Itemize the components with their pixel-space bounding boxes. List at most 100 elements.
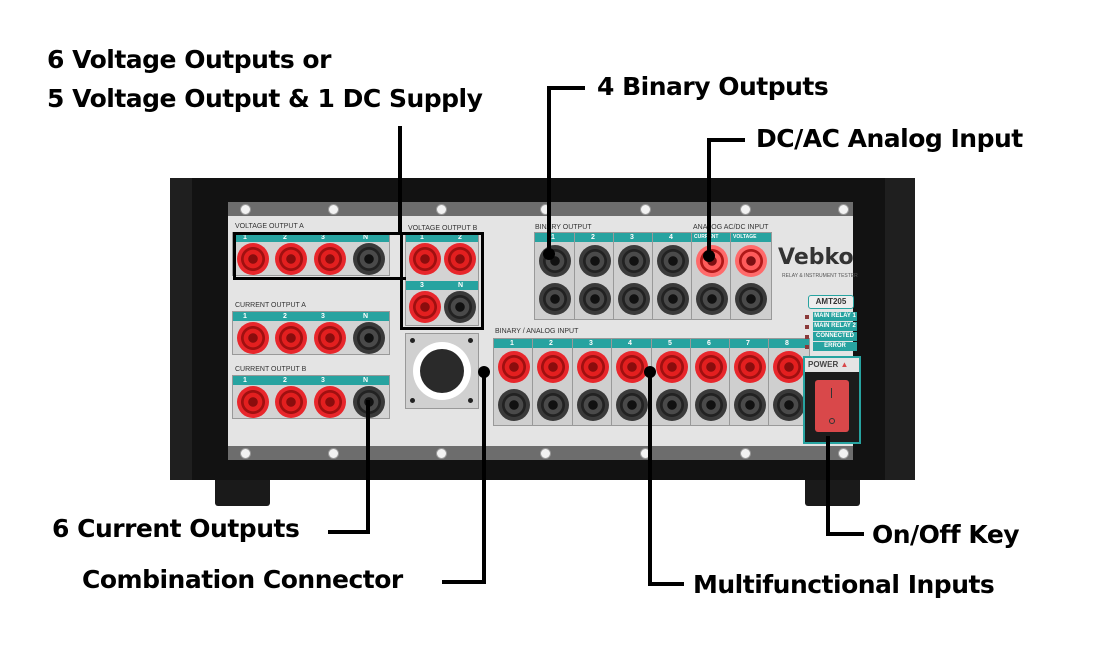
voltage-b-jack-2[interactable] [444, 243, 476, 275]
terminal-number: CURRENT [694, 233, 718, 242]
voltage-output-a-group: 1 2 3 N [232, 232, 390, 276]
current-output-b-group: 1 2 3 N [232, 375, 390, 419]
terminal-bar: 1 [494, 339, 534, 348]
current-b-jack-1[interactable] [237, 386, 269, 418]
bi-8-jack-bottom[interactable] [773, 389, 805, 421]
terminal-number: 3 [321, 234, 325, 241]
terminal-number: N [458, 282, 464, 289]
bi-6-jack-top[interactable] [695, 351, 727, 383]
analog-voltage-jack-top[interactable] [735, 245, 767, 277]
bi-1-jack-top[interactable] [498, 351, 530, 383]
current-a-jack-1[interactable] [237, 322, 269, 354]
leader-analog-input-dot [703, 250, 715, 262]
current-a-jack-n[interactable] [353, 322, 385, 354]
binary-out-2-jack-top[interactable] [579, 245, 611, 277]
terminal-number: 2 [458, 234, 462, 241]
bi-2-jack-top[interactable] [537, 351, 569, 383]
current-output-a-group: 1 2 3 N [232, 311, 390, 355]
leader-binary-outputs-dot [543, 248, 555, 260]
current-b-jack-2[interactable] [275, 386, 307, 418]
terminal-number: 1 [243, 377, 247, 384]
leader-on-off-horizontal [826, 532, 864, 536]
analog-voltage-jack-bottom[interactable] [735, 283, 767, 315]
callout-on-off-key: On/Off Key [872, 520, 1020, 549]
bi-5-jack-bottom[interactable] [656, 389, 688, 421]
current-a-jack-3[interactable] [314, 322, 346, 354]
terminal-number: 1 [551, 234, 555, 241]
leader-multifunctional-horizontal [648, 582, 684, 586]
status-led-connected: CONNECTED [805, 332, 857, 342]
power-section: POWER ▲ [803, 356, 861, 444]
connector-socket [420, 349, 464, 393]
voltage-a-jack-2[interactable] [275, 243, 307, 275]
screw [838, 448, 849, 459]
binary-out-4-jack-top[interactable] [657, 245, 689, 277]
brand-subtitle: RELAY & INSTRUMENT TESTER [782, 273, 858, 279]
binary-analog-input-1: 1 [493, 338, 535, 426]
power-switch[interactable] [815, 380, 849, 432]
voltage-highlight-outline-a [233, 232, 406, 280]
binary-out-2-jack-bottom[interactable] [579, 283, 611, 315]
bi-8-jack-top[interactable] [773, 351, 805, 383]
status-led-main-relay-2: MAIN RELAY 2 [805, 322, 857, 332]
callout-binary-outputs: 4 Binary Outputs [597, 72, 829, 101]
bi-5-jack-top[interactable] [656, 351, 688, 383]
combination-connector[interactable] [405, 333, 479, 409]
terminal-number: VOLTAGE [733, 234, 757, 240]
terminal-bar: 3 [614, 233, 654, 242]
current-a-jack-2[interactable] [275, 322, 307, 354]
voltage-b-jack-n[interactable] [444, 291, 476, 323]
leader-current-outputs-vertical [366, 400, 370, 534]
terminal-bar: 3 N [406, 281, 478, 290]
leader-binary-outputs-vertical [547, 86, 551, 254]
analog-current-jack-bottom[interactable] [696, 283, 728, 315]
bi-6-jack-bottom[interactable] [695, 389, 727, 421]
voltage-b-jack-3[interactable] [409, 291, 441, 323]
bi-7-jack-bottom[interactable] [734, 389, 766, 421]
label-current-output-a: CURRENT OUTPUT A [235, 302, 306, 309]
bi-1-jack-bottom[interactable] [498, 389, 530, 421]
bi-4-jack-bottom[interactable] [616, 389, 648, 421]
screw [640, 204, 651, 215]
current-b-jack-3[interactable] [314, 386, 346, 418]
leader-combination-connector-vertical [482, 372, 486, 584]
voltage-a-jack-n[interactable] [353, 243, 385, 275]
led-indicator [805, 345, 809, 349]
binary-analog-input-6: 6 [690, 338, 732, 426]
binary-out-3-jack-top[interactable] [618, 245, 650, 277]
terminal-number: 3 [321, 313, 325, 320]
switch-on-mark [831, 388, 832, 398]
cabinet-side-left [170, 178, 192, 480]
terminal-number: 5 [668, 340, 672, 347]
mount-hole [468, 338, 473, 343]
status-led-error: ERROR [805, 342, 857, 352]
bi-3-jack-bottom[interactable] [577, 389, 609, 421]
binary-analog-input-3: 3 [572, 338, 614, 426]
terminal-bar: 6 [691, 339, 731, 348]
terminal-bar: 1 [535, 233, 575, 242]
voltage-a-jack-3[interactable] [314, 243, 346, 275]
bi-7-jack-top[interactable] [734, 351, 766, 383]
terminal-bar: CURRENT [692, 233, 732, 242]
terminal-number: 2 [591, 234, 595, 241]
bi-3-jack-top[interactable] [577, 351, 609, 383]
voltage-a-jack-1[interactable] [237, 243, 269, 275]
callout-voltage-outputs-line2: 5 Voltage Output & 1 DC Supply [47, 84, 483, 113]
bi-4-jack-top[interactable] [616, 351, 648, 383]
led-indicator [805, 335, 809, 339]
screw [540, 448, 551, 459]
callout-current-outputs: 6 Current Outputs [52, 514, 300, 543]
bi-2-jack-bottom[interactable] [537, 389, 569, 421]
terminal-number: 3 [321, 377, 325, 384]
screw [436, 448, 447, 459]
binary-out-3-jack-bottom[interactable] [618, 283, 650, 315]
binary-analog-input-2: 2 [532, 338, 574, 426]
label-analog-input: ANALOG AC/DC INPUT [693, 224, 769, 231]
screw [838, 204, 849, 215]
voltage-b-jack-1[interactable] [409, 243, 441, 275]
binary-out-4-jack-bottom[interactable] [657, 283, 689, 315]
binary-out-1-jack-bottom[interactable] [539, 283, 571, 315]
callout-analog-input: DC/AC Analog Input [756, 124, 1023, 153]
mount-hole [468, 398, 473, 403]
terminal-number: N [363, 234, 369, 241]
